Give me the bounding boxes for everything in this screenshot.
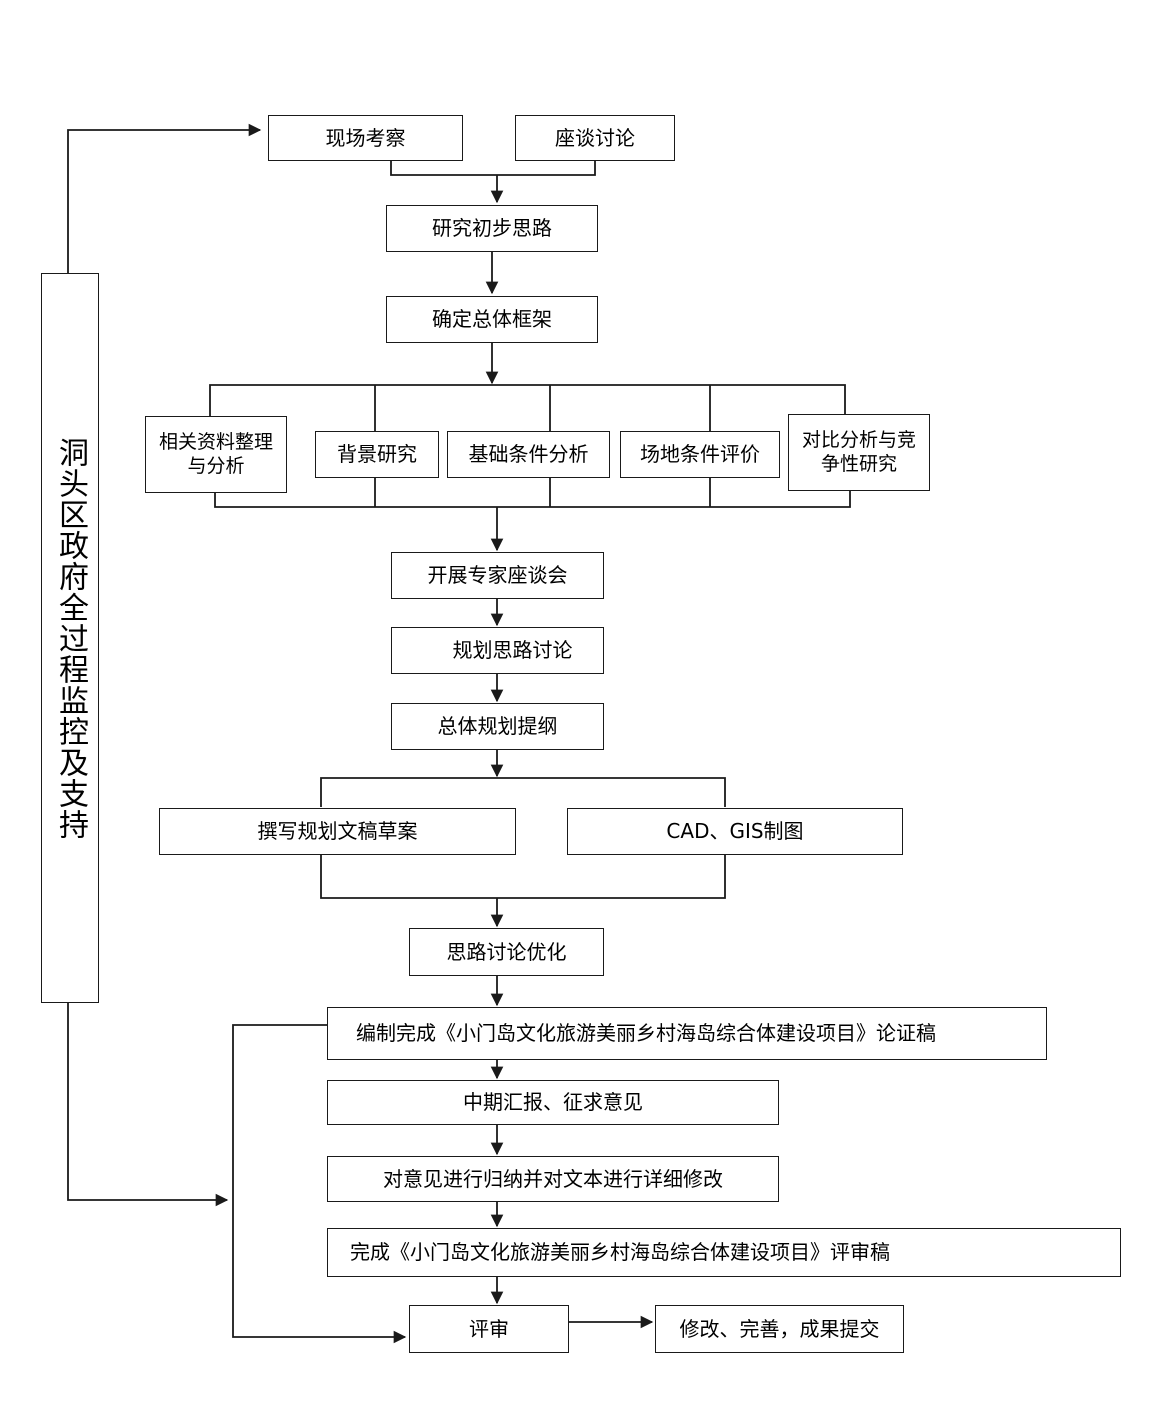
monitor-top-arrow	[67, 123, 262, 273]
comparative-analysis-box: 对比分析与竞争性研究	[788, 414, 930, 491]
midterm-report-box: 中期汇报、征求意见	[327, 1080, 779, 1125]
demonstration-draft-box: 编制完成《小门岛文化旅游美丽乡村海岛综合体建设项目》论证稿	[327, 1007, 1047, 1060]
framework-box: 确定总体框架	[386, 296, 598, 343]
drafting-box: 撰写规划文稿草案	[159, 808, 516, 855]
review-box: 评审	[409, 1305, 569, 1353]
finalize-box: 修改、完善，成果提交	[655, 1305, 904, 1353]
review-draft-box: 完成《小门岛文化旅游美丽乡村海岛综合体建设项目》评审稿	[327, 1228, 1121, 1277]
optimize-box: 思路讨论优化	[409, 928, 604, 976]
discussion-box: 座谈讨论	[515, 115, 675, 161]
background-research-box: 背景研究	[315, 431, 439, 478]
revise-text-box: 对意见进行归纳并对文本进行详细修改	[327, 1156, 779, 1202]
initial-ideas-box: 研究初步思路	[386, 205, 598, 252]
monitor-bottom-arrow	[67, 1002, 229, 1207]
basic-conditions-box: 基础条件分析	[447, 431, 610, 478]
site-survey-box: 现场考察	[268, 115, 463, 161]
monitoring-label: 洞头区政府全过程监控及支持	[53, 436, 88, 840]
site-evaluation-box: 场地条件评价	[620, 431, 780, 478]
materials-analysis-box: 相关资料整理与分析	[145, 416, 287, 493]
expert-forum-box: 开展专家座谈会	[391, 552, 604, 599]
monitoring-sidebar: 洞头区政府全过程监控及支持	[41, 273, 99, 1003]
cad-gis-box: CAD、GIS制图	[567, 808, 903, 855]
outline-box: 总体规划提纲	[391, 703, 604, 750]
planning-discussion-box: 规划思路讨论	[391, 627, 604, 674]
